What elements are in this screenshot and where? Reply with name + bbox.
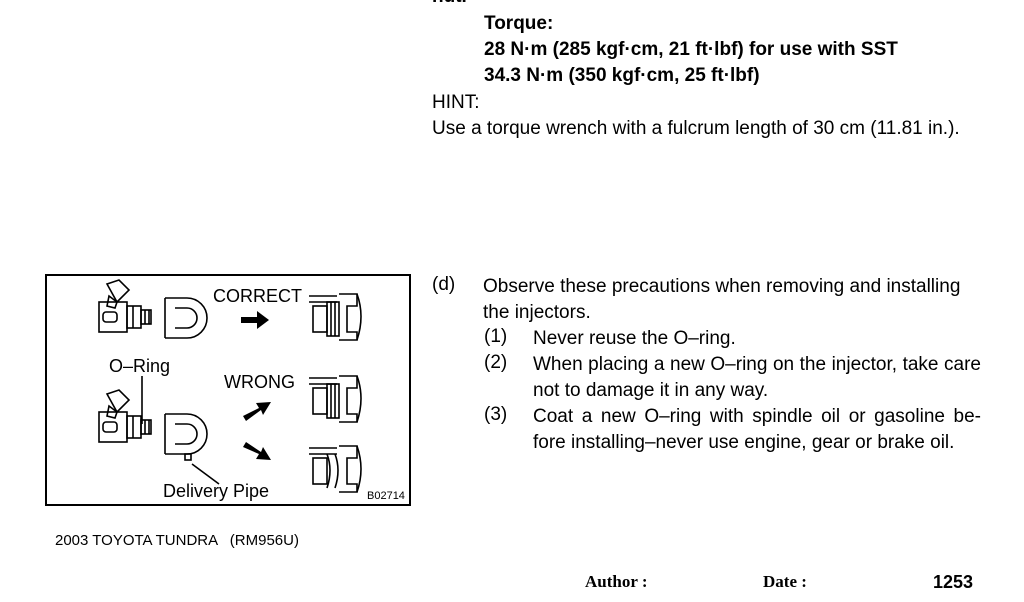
installed-correct: [309, 293, 362, 341]
arrow-wrong-up-icon: [243, 402, 271, 421]
torque-label: Torque:: [484, 13, 554, 34]
injector-lower: [98, 389, 152, 443]
label-delivery-pipe: Delivery Pipe: [163, 481, 270, 501]
substep-number-3: (3): [484, 404, 508, 425]
label-correct: CORRECT: [213, 286, 302, 306]
label-wrong: WRONG: [224, 372, 295, 392]
installed-wrong-1: [309, 375, 362, 423]
arrow-correct-icon: [241, 311, 269, 329]
step-text: Observe these precautions when removing …: [483, 276, 961, 323]
torque-value-standard: 34.3 N·m (350 kgf·cm, 25 ft·lbf): [484, 65, 760, 86]
cut-off-heading: nut.: [432, 0, 467, 8]
substep-text-1: Never reuse the O–ring.: [533, 328, 736, 349]
label-oring: O–Ring: [109, 356, 171, 376]
substep-number-2: (2): [484, 352, 508, 373]
hint-label: HINT:: [432, 92, 480, 113]
substep-text-3: Coat a new O–ring with spindle oil or ga…: [533, 406, 981, 453]
step-marker: (d): [432, 274, 456, 295]
page-number: 1253: [933, 572, 974, 592]
footer-date-label: Date :: [763, 572, 807, 591]
substep-number-1: (1): [484, 326, 508, 347]
delivery-pipe-lower: [164, 413, 208, 461]
torque-value-sst: 28 N·m (285 kgf·cm, 21 ft·lbf) for use w…: [484, 39, 898, 60]
injector-upper: [98, 279, 152, 333]
injector-oring-figure: CORRECT WRONG O–Ring Delivery Pipe B0271…: [45, 274, 411, 506]
footer-author-label: Author :: [585, 572, 648, 591]
footer-model: 2003 TOYOTA TUNDRA (RM956U): [55, 532, 299, 549]
hint-text: Use a torque wrench with a fulcrum lengt…: [432, 118, 960, 139]
arrow-wrong-down-icon: [243, 442, 271, 460]
installed-wrong-2: [309, 445, 362, 493]
injector-illustration: [98, 279, 362, 493]
delivery-pipe-upper: [164, 297, 208, 339]
figure-code: B02714: [367, 490, 405, 502]
delivery-pipe-leader-line: [191, 463, 220, 485]
substep-text-2: When placing a new O–ring on the injecto…: [533, 354, 981, 401]
